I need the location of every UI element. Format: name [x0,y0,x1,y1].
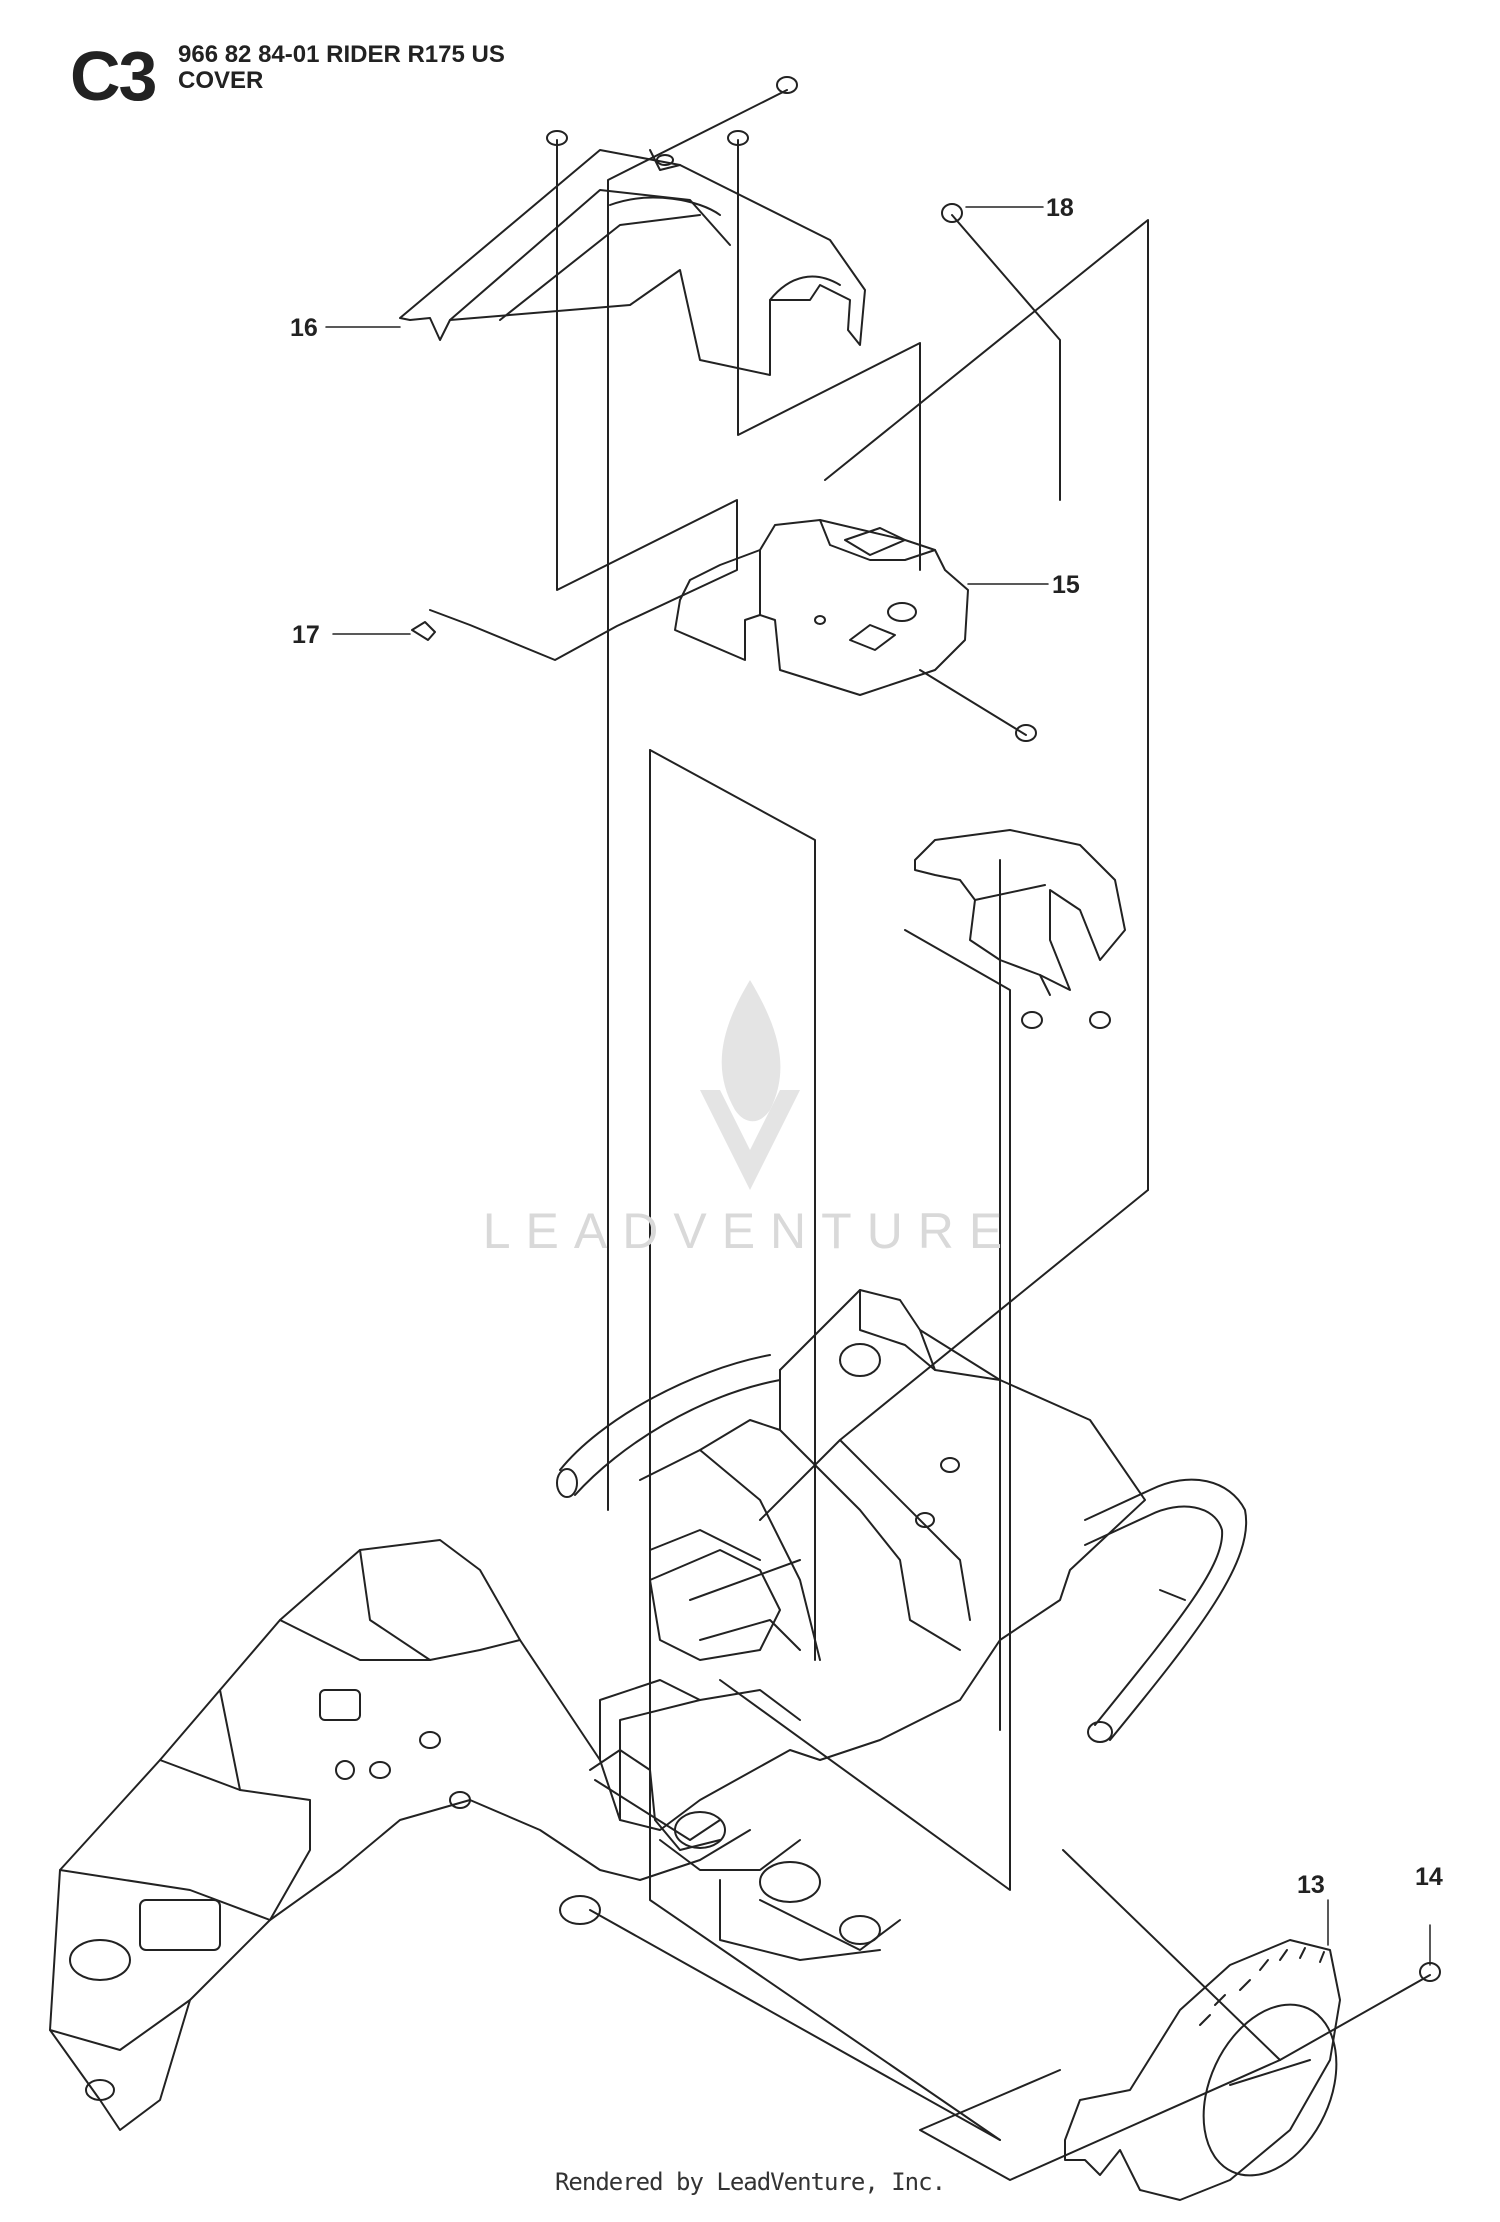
callout-15: 15 [1052,571,1080,599]
watermark-logo [700,980,800,1190]
chassis-frame [49,1289,1146,2131]
callout-18: 18 [1046,194,1074,222]
part-13-side-cover [1064,1939,1341,2201]
steering-bracket [914,829,1126,996]
callout-17: 17 [292,621,320,649]
part-17-clip [411,621,436,641]
model-title: 966 82 84-01 RIDER R175 US [178,41,505,68]
part-15-lower-cover [674,519,969,696]
callout-16: 16 [290,314,318,342]
callout-14: 14 [1415,1863,1443,1891]
callout-leaders [325,206,1431,1966]
callout-13: 13 [1297,1871,1325,1899]
fasteners [546,76,1441,1982]
leader-lines [429,89,1431,2181]
render-credit: Rendered by LeadVenture, Inc. [554,2168,946,2196]
pedal-mechanism [589,1549,901,1961]
part-16-upper-cover [399,149,866,376]
watermark-text: LEADVENTURE [482,1203,1018,1259]
section-title: COVER [178,67,264,94]
steering-tube [556,1354,1248,1743]
diagram-code: C3 [70,37,157,115]
